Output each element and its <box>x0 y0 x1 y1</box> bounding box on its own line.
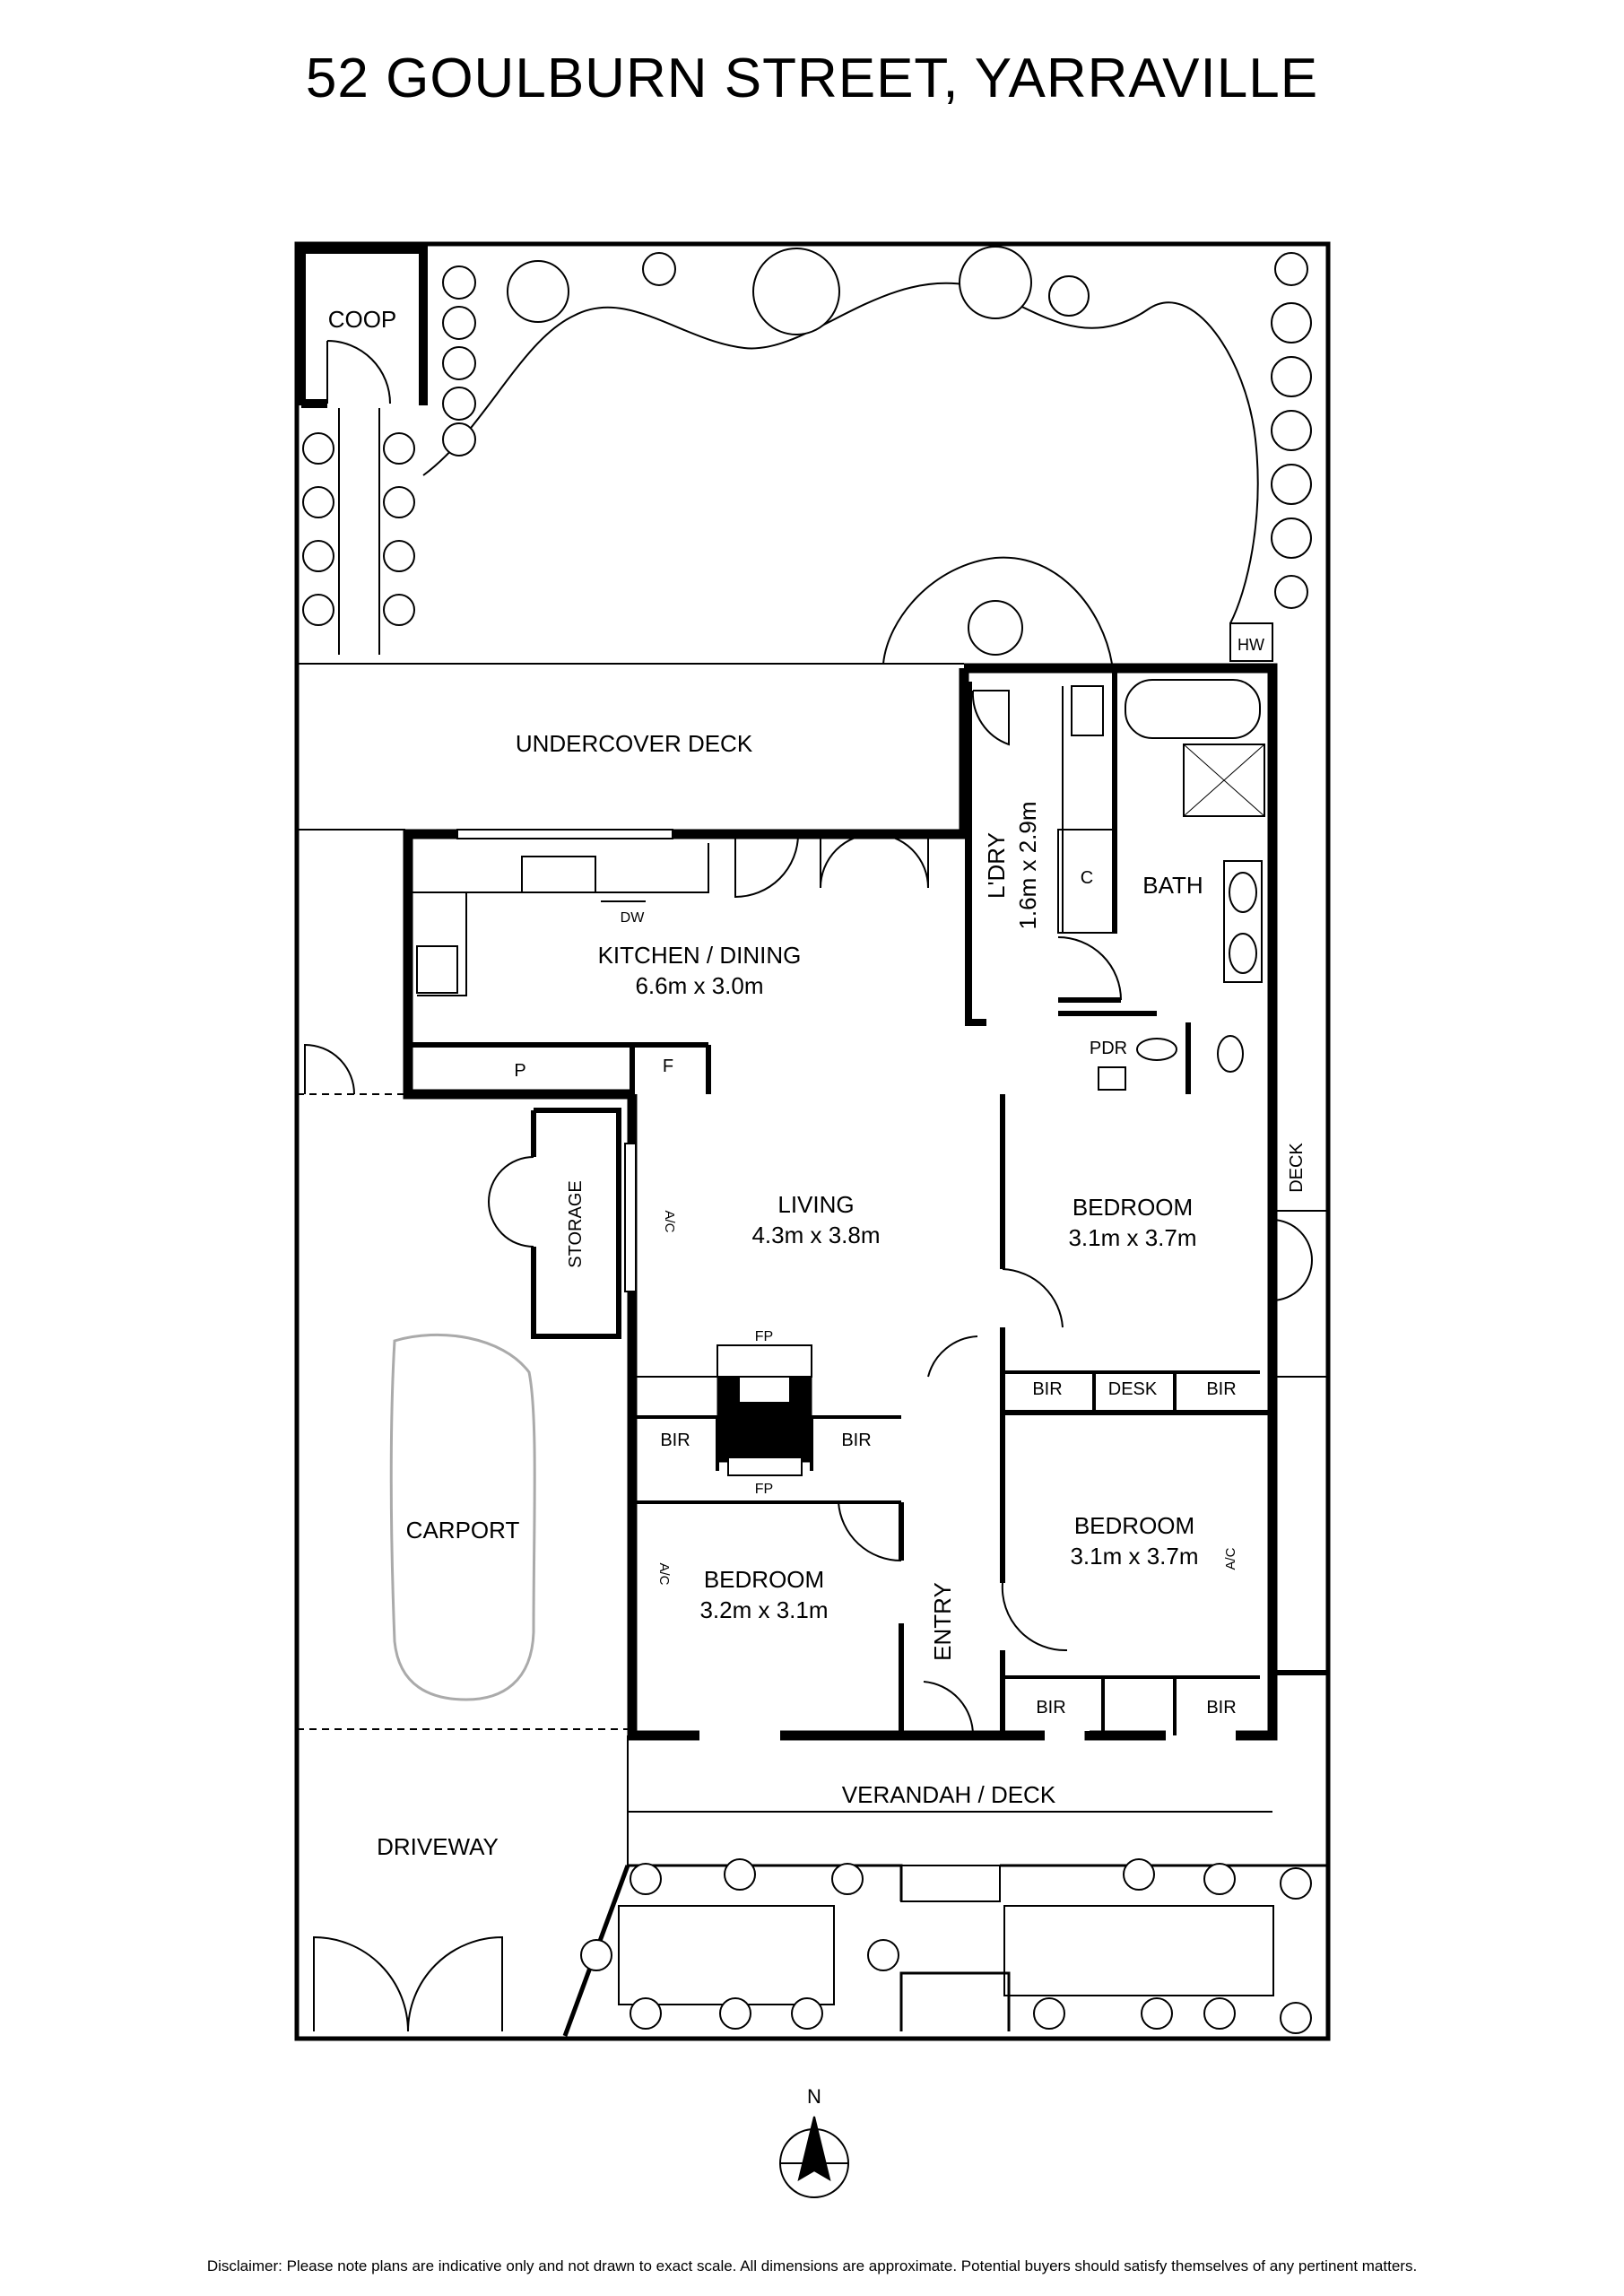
coop-walls <box>297 245 428 405</box>
ac-bed2-label: A/C <box>1223 1547 1238 1570</box>
bathtub <box>1125 679 1261 739</box>
compass-north-label: N <box>807 2085 821 2108</box>
desk-label: DESK <box>1108 1379 1158 1399</box>
pdr-label: PDR <box>1090 1039 1127 1058</box>
verandah-label: VERANDAH / DECK <box>842 1781 1056 1808</box>
bir-label-1: BIR <box>1032 1379 1062 1399</box>
laundry-name: L'DRY <box>983 832 1010 899</box>
laundry-dim: 1.6m x 2.9m <box>1014 801 1041 929</box>
driveway-label: DRIVEWAY <box>377 1833 499 1860</box>
living-name: LIVING <box>777 1191 854 1218</box>
hw-label: HW <box>1238 636 1264 654</box>
hot-water-unit <box>1229 622 1273 662</box>
disclaimer: Disclaimer: Please note plans are indica… <box>206 2257 1418 2274</box>
fridge-label: F <box>663 1057 673 1076</box>
deck-side-label: DECK <box>1287 1143 1307 1193</box>
cupboard-label: C <box>1081 868 1093 888</box>
property-boundary <box>294 241 1331 2041</box>
ac-bed3-label: A/C <box>656 1562 672 1585</box>
bedroom1-name: BEDROOM <box>1073 1194 1193 1221</box>
bedroom2-dim: 3.1m x 3.7m <box>1070 1543 1198 1570</box>
kitchen-name: KITCHEN / DINING <box>598 942 802 969</box>
lawn-edge <box>422 282 1259 624</box>
dw-label: DW <box>621 910 646 926</box>
sink <box>521 856 596 893</box>
car-outline <box>389 1333 536 1701</box>
pantry-label: P <box>514 1061 525 1081</box>
bir-label-4: BIR <box>841 1431 871 1450</box>
carport-label: CARPORT <box>406 1517 520 1544</box>
bedroom3-dim: 3.2m x 3.1m <box>699 1596 828 1623</box>
bir-label-5: BIR <box>1036 1698 1065 1718</box>
compass-rose <box>779 2116 849 2198</box>
bedroom3-name: BEDROOM <box>704 1566 824 1593</box>
plan-title: 52 GOULBURN STREET, YARRAVILLE <box>305 48 1319 109</box>
bath-label: BATH <box>1142 872 1203 899</box>
trees <box>302 246 1312 2034</box>
kitchen-dim: 6.6m x 3.0m <box>635 972 763 999</box>
entry-label: ENTRY <box>929 1582 956 1661</box>
bedroom1-dim: 3.1m x 3.7m <box>1068 1224 1196 1251</box>
bir-label-6: BIR <box>1206 1698 1236 1718</box>
shower <box>1183 744 1265 817</box>
bir-label-3: BIR <box>660 1431 690 1450</box>
storage-label: STORAGE <box>566 1180 586 1267</box>
bedroom2-name: BEDROOM <box>1074 1512 1194 1539</box>
storage-walls <box>531 1108 621 1339</box>
fp-bottom-label: FP <box>755 1482 773 1497</box>
fp-top-label: FP <box>755 1329 773 1344</box>
ac-living-label: A/C <box>662 1210 677 1232</box>
coop-label: COOP <box>328 306 397 333</box>
living-dim: 4.3m x 3.8m <box>751 1222 880 1248</box>
bir-label-2: BIR <box>1206 1379 1236 1399</box>
cooktop <box>416 945 458 994</box>
undercover-deck-label: UNDERCOVER DECK <box>516 730 753 757</box>
